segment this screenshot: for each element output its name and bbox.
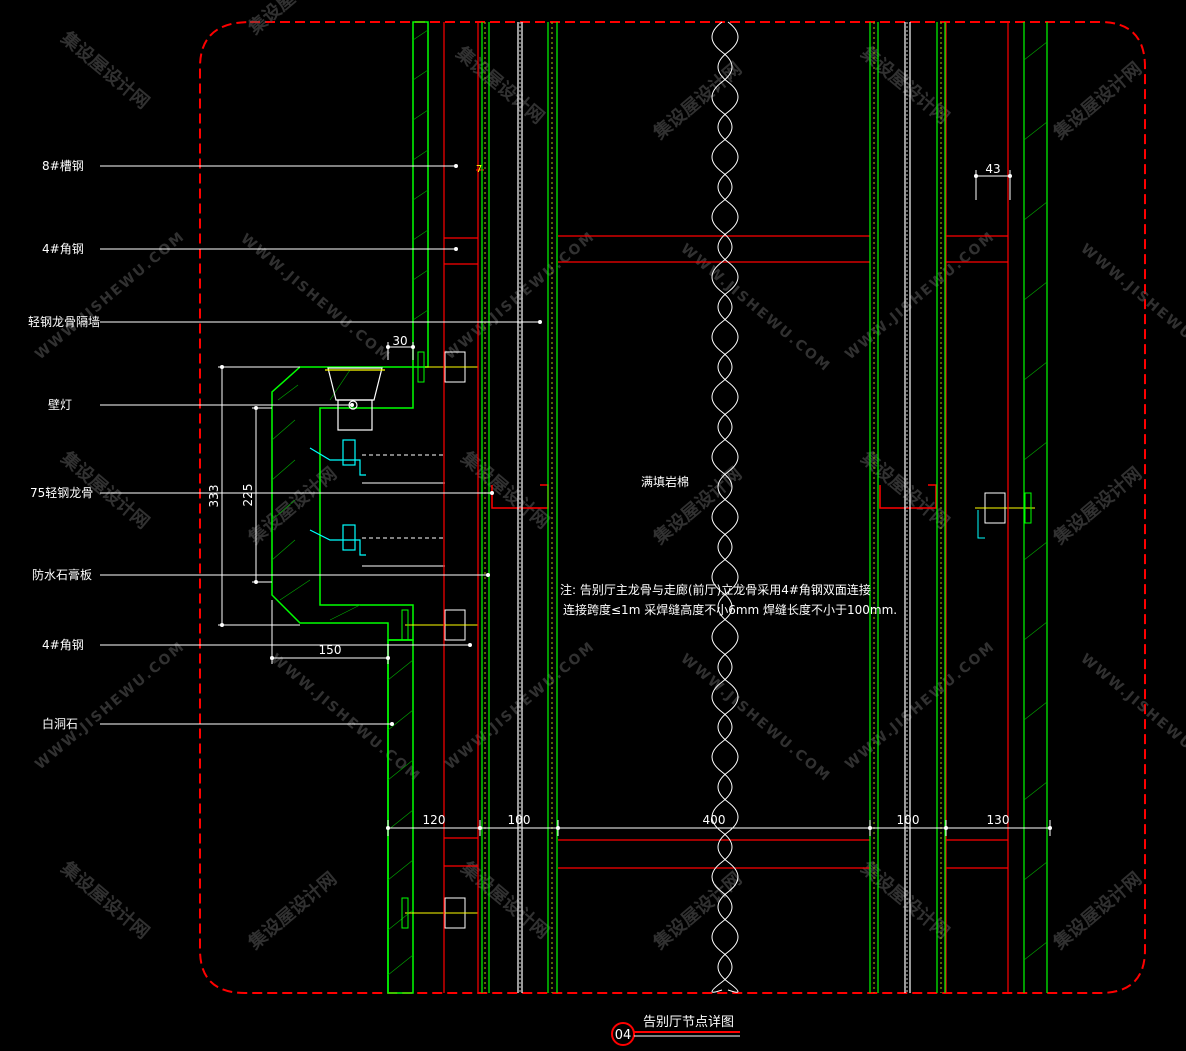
leader-dots	[350, 164, 542, 726]
watermark-text: 集设屋设计网	[243, 868, 341, 955]
watermark-url: WWW.JISHEWU.COM	[32, 638, 188, 773]
rock-wool-insulation	[711, 21, 739, 993]
dim-333: 333	[207, 485, 221, 508]
label-rock-wool: 满填岩棉	[641, 474, 689, 489]
dim-150: 150	[319, 643, 342, 657]
watermark-url: WWW.JISHEWU.COM	[267, 651, 423, 786]
watermark-text: 集设屋设计网	[456, 446, 554, 533]
partition-left	[481, 22, 558, 993]
watermark-text: 集设屋设计网	[1048, 868, 1146, 955]
watermark-text: 集设屋设计网	[1048, 58, 1146, 145]
label-light-steel-keel: 75轻钢龙骨	[30, 486, 93, 500]
watermark-text: 集设屋设计网	[243, 463, 341, 550]
bolt-connectors	[401, 351, 1035, 929]
marble-hatch	[387, 29, 429, 976]
lamp-stone-profile	[271, 366, 414, 641]
note-line-1: 注: 告别厅主龙骨与走廊(前厅)立龙骨采用4#角钢双面连接	[560, 582, 871, 597]
watermark-url: WWW.JISHEWU.COM	[677, 241, 833, 376]
partition-right	[869, 22, 946, 993]
title-text: 告别厅节点详图	[643, 1015, 734, 1030]
steel-channel-lines	[362, 454, 445, 567]
label-angle-steel-top: 4#角钢	[42, 242, 84, 256]
watermark-text: 集设屋设计网	[56, 856, 154, 943]
label-white-marble: 白洞石	[42, 716, 78, 731]
watermark-text: 集设屋设计网	[56, 26, 154, 113]
watermark-url: WWW.JISHEWU.COM	[237, 231, 393, 366]
dim-100-left: 100	[508, 813, 531, 827]
stone-anchors	[309, 439, 366, 556]
dim-43: 43	[985, 162, 1000, 176]
dim-225: 225	[241, 484, 255, 507]
lamp-stone-hatch	[271, 369, 361, 621]
right-cladding	[1023, 22, 1048, 993]
watermarks: 集设屋设计网 集设屋设计网 集设屋设计网 集设屋设计网 集设屋设计网 集设屋设计…	[32, 0, 1186, 954]
watermark-url: WWW.JISHEWU.COM	[842, 228, 998, 363]
watermark-text: 集设屋设计网	[243, 0, 341, 39]
drawing-border	[199, 21, 1146, 994]
title-block: 04 告别厅节点详图	[611, 1015, 740, 1046]
watermark-url: WWW.JISHEWU.COM	[677, 651, 833, 786]
wall-lamp	[325, 367, 385, 431]
dim-120: 120	[423, 813, 446, 827]
dim-30: 30	[392, 334, 407, 348]
watermark-url: WWW.JISHEWU.COM	[1077, 241, 1186, 376]
title-number: 04	[615, 1028, 632, 1043]
title-number-circle	[611, 1022, 635, 1046]
label-waterproof-gypsum: 防水石膏板	[32, 567, 92, 582]
white-marble-cladding	[387, 21, 429, 994]
label-light-steel-partition: 轻钢龙骨隔墙	[28, 315, 100, 329]
label-channel-steel: 8#槽钢	[42, 159, 84, 173]
label-angle-steel-bottom: 4#角钢	[42, 638, 84, 652]
label-wall-lamp: 壁灯	[48, 397, 72, 412]
watermark-url: WWW.JISHEWU.COM	[842, 638, 998, 773]
dim-130: 130	[987, 813, 1010, 827]
dim-100-right: 100	[897, 813, 920, 827]
dim-7: 7	[476, 164, 482, 175]
right-cladding-hatch	[1023, 41, 1048, 961]
watermark-text: 集设屋设计网	[1048, 463, 1146, 550]
watermark-text: 集设屋设计网	[456, 856, 554, 943]
watermark-text: 集设屋设计网	[451, 41, 549, 128]
note-line-2: 连接跨度≤1m 采焊缝高度不小6mm 焊缝长度不小于100mm.	[563, 602, 897, 617]
watermark-url: WWW.JISHEWU.COM	[1077, 651, 1186, 786]
dimension-ticks	[220, 174, 1052, 830]
dim-400: 400	[703, 813, 726, 827]
main-structure	[443, 22, 1009, 993]
leader-lines	[100, 165, 540, 725]
